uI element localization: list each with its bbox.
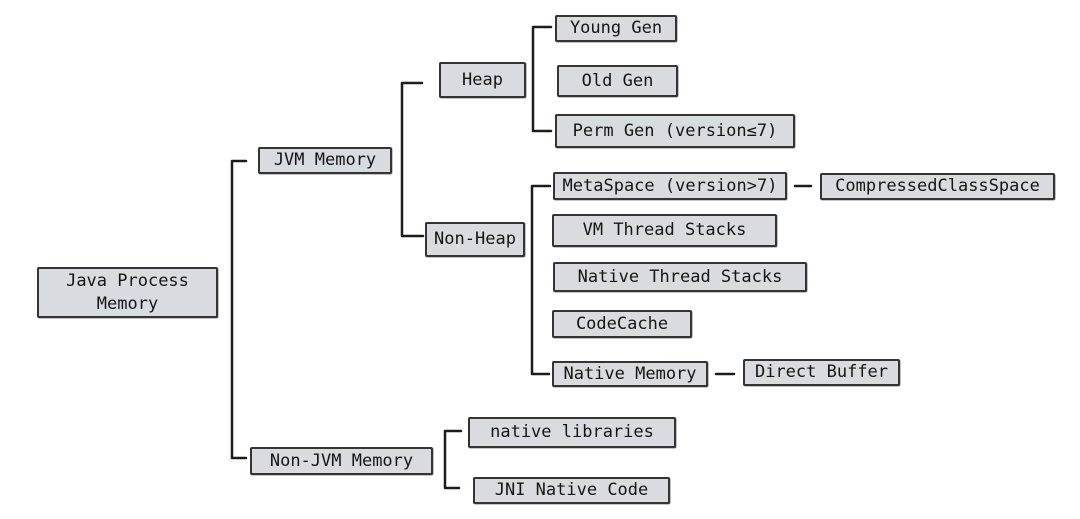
connector-jvm-bracket [400, 81, 425, 238]
node-perm-gen: Perm Gen (version≤7) [555, 114, 795, 148]
node-jni-native-code: JNI Native Code [473, 477, 670, 504]
node-codecache: CodeCache [552, 310, 692, 338]
node-young-gen: Young Gen [555, 15, 677, 42]
node-vm-thread-stacks: VM Thread Stacks [552, 214, 777, 247]
connector-nonheap-bracket [530, 184, 552, 376]
node-non-heap: Non-Heap [425, 222, 525, 257]
node-java-process-memory: Java Process Memory [37, 267, 218, 318]
node-native-memory: Native Memory [552, 361, 708, 387]
node-heap: Heap [439, 62, 526, 98]
node-native-libraries: native libraries [468, 417, 676, 448]
node-jvm-memory: JVM Memory [258, 147, 392, 174]
connector-root-bracket [230, 159, 248, 460]
connector-nonjvm-bracket [443, 429, 463, 490]
connector-heap-bracket [531, 25, 553, 133]
node-compressed-class-space: CompressedClassSpace [820, 173, 1055, 200]
node-direct-buffer: Direct Buffer [743, 359, 900, 386]
node-old-gen: Old Gen [557, 65, 678, 97]
node-metaspace: MetaSpace (version>7) [553, 172, 787, 200]
node-non-jvm-memory: Non-JVM Memory [250, 447, 433, 475]
node-native-thread-stacks: Native Thread Stacks [553, 262, 807, 292]
